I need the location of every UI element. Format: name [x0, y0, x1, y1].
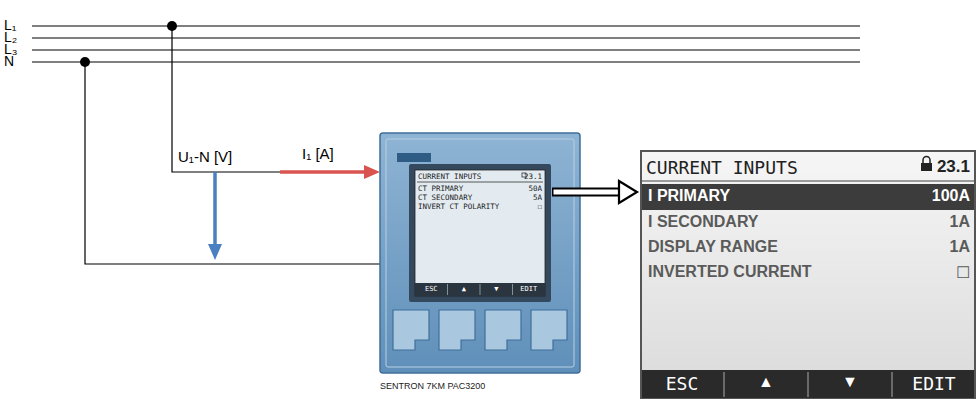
menu-value: ☐: [956, 263, 970, 282]
device-display: CURRENT INPUTS 23.1 CT PRIMARY 50A CT SECOND…: [415, 170, 545, 296]
voltage-arrow: [213, 172, 217, 246]
current-arrow-head: [364, 165, 380, 179]
zoom-arrow: [552, 181, 637, 203]
screen-title: CURRENT INPUTS: [418, 172, 481, 181]
device-caption: SENTRON 7KM PAC3200: [380, 381, 485, 391]
device-rim: [386, 139, 574, 367]
line-name: N: [4, 53, 14, 69]
voltage-arrow-head: [208, 244, 222, 260]
device-housing: [380, 133, 580, 373]
current-label: I₁ [A]: [302, 145, 334, 162]
softkey-label: EDIT: [513, 285, 546, 293]
screen-bezel: [409, 164, 551, 302]
softkey-label: ▼: [480, 285, 513, 293]
softkey-label: ▼: [808, 373, 892, 391]
menu-item: CT SECONDARY: [418, 193, 472, 202]
softkey-label: ESC: [415, 285, 448, 293]
softkey-label: ▲: [448, 285, 481, 293]
zoom-screen-face: [641, 151, 975, 398]
display-zoom: CURRENT INPUTS 23.1 I PRIMARY 100A I SECONDA…: [640, 150, 976, 399]
device-buttons: [393, 310, 567, 350]
voltage-label: U₁-N [V]: [178, 148, 232, 165]
softkey-bar: [415, 283, 545, 296]
menu-item: DISPLAY RANGE: [648, 238, 778, 256]
menu-value: 1A: [950, 213, 970, 231]
screen-title: CURRENT INPUTS: [646, 157, 798, 178]
softkey-label: ESC: [640, 373, 724, 394]
menu-item: INVERT CT POLARITY: [418, 202, 499, 211]
screen-number: 23.1: [524, 172, 542, 181]
softkey-label: EDIT: [892, 373, 976, 394]
menu-value: ☐: [537, 202, 542, 211]
voltage-wire: [172, 26, 282, 172]
current-arrow: [280, 170, 366, 174]
supply-lines: [32, 26, 860, 62]
device-tab: [397, 153, 431, 162]
neutral-wire: [85, 62, 384, 264]
softkey-label: ▲: [724, 373, 808, 391]
menu-item: INVERTED CURRENT: [648, 263, 812, 281]
menu-value: 1A: [950, 238, 970, 256]
selected-row: [642, 184, 974, 210]
menu-item: CT PRIMARY: [418, 184, 463, 193]
screen-number: 23.1: [937, 157, 970, 177]
screen-face: [415, 170, 545, 296]
menu-value: 5A: [533, 193, 542, 202]
lock-icon: [921, 157, 932, 172]
menu-value: 100A: [932, 187, 970, 205]
power-meter-device: SENTRON 7KM PAC3200CURRENT INPUTS23.1CT …: [380, 133, 580, 373]
menu-item: I SECONDARY: [648, 213, 759, 231]
menu-item: I PRIMARY: [648, 187, 730, 205]
menu-value: 50A: [528, 184, 542, 193]
